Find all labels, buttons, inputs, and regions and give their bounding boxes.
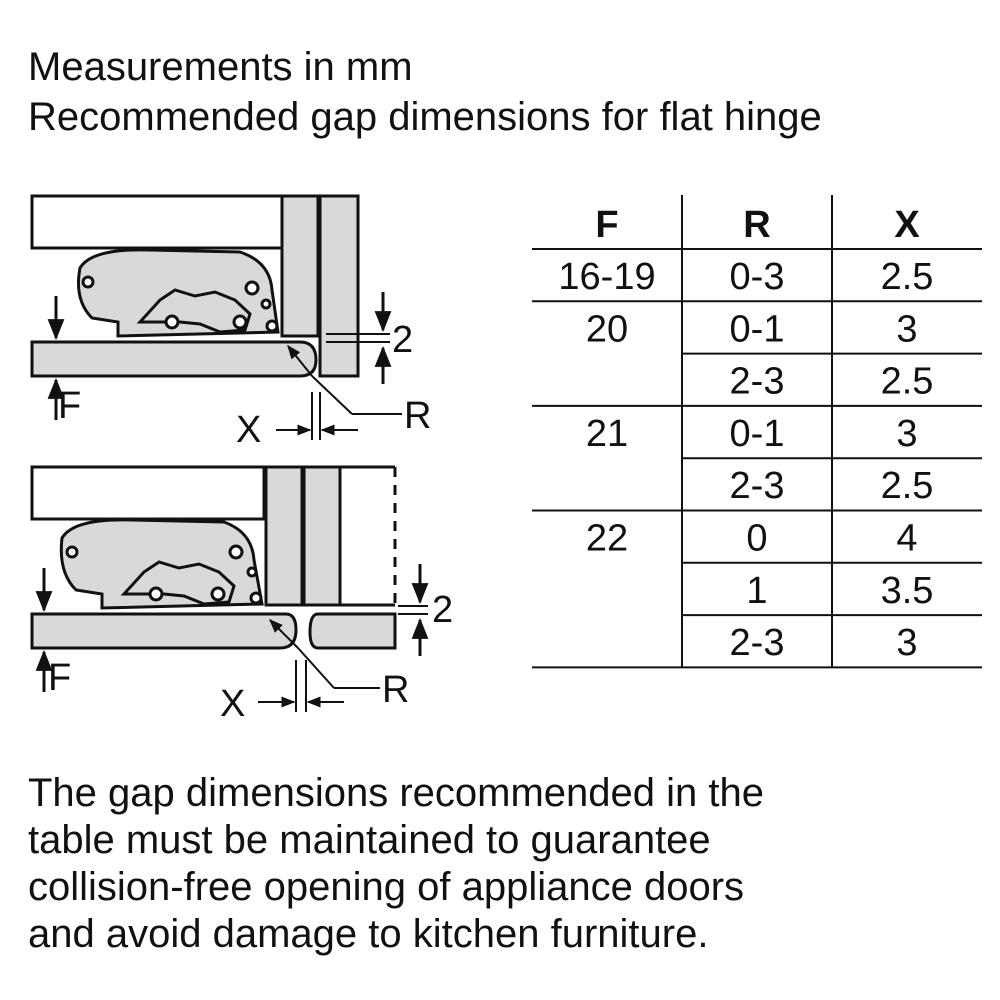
table-cell: 3 xyxy=(896,622,917,664)
table-cell: 16-19 xyxy=(558,256,655,298)
hinge-diagram-bottom xyxy=(30,465,429,712)
footer-line: collision-free opening of appliance door… xyxy=(28,865,745,909)
appliance-door xyxy=(280,194,320,338)
table-cell: 2-3 xyxy=(730,361,785,403)
table-cell: 3 xyxy=(896,308,917,350)
table-cell: 21 xyxy=(586,413,628,455)
label-f-bottom: F xyxy=(48,657,71,699)
table-cell: 22 xyxy=(586,518,628,560)
table-cell: 0-1 xyxy=(730,308,785,350)
furniture-base-plate xyxy=(308,612,397,650)
label-gap-bottom: 2 xyxy=(432,589,453,631)
furniture-door xyxy=(302,465,342,607)
cabinet-panel xyxy=(30,194,284,250)
table-cell: 3 xyxy=(896,413,917,455)
table-header-cell: X xyxy=(894,204,920,246)
label-x-top: X xyxy=(236,409,261,451)
base-plate xyxy=(30,612,298,650)
appliance-door xyxy=(264,465,304,607)
table-cell: 2-3 xyxy=(730,622,785,664)
cabinet-panel xyxy=(30,465,266,521)
label-r-bottom: R xyxy=(382,669,409,711)
label-x-bottom: X xyxy=(220,683,245,725)
table-cell: 3.5 xyxy=(881,570,934,612)
table-cell: 2-3 xyxy=(730,465,785,507)
table-header-cell: R xyxy=(743,204,770,246)
hinge-diagram-top xyxy=(30,194,402,440)
footer-line: The gap dimensions recommended in the xyxy=(28,771,764,815)
gap-table: F R X 16-19 0-3 2.5 20 0-1 3 2-3 2.5 21 0-1 3 2-3 2.5 22… xyxy=(532,195,982,669)
table-cell: 0-1 xyxy=(730,413,785,455)
label-gap-top: 2 xyxy=(392,319,413,361)
table-cell: 20 xyxy=(586,308,628,350)
table-cell: 1 xyxy=(746,570,767,612)
table-cell: 0-3 xyxy=(730,256,785,298)
label-f-top: F xyxy=(58,385,81,427)
heading-units: Measurements in mm xyxy=(28,45,413,89)
footer-line: table must be maintained to guarantee xyxy=(28,818,711,862)
table-cell: 4 xyxy=(896,518,917,560)
footer-line: and avoid damage to kitchen furniture. xyxy=(28,912,709,956)
table-cell: 2.5 xyxy=(881,465,934,507)
table-cell: 2.5 xyxy=(881,361,934,403)
furniture-door xyxy=(318,194,360,378)
table-cell: 0 xyxy=(746,518,767,560)
label-r-top: R xyxy=(404,395,431,437)
footer-note: The gap dimensions recommended in the ta… xyxy=(28,770,764,958)
base-plate xyxy=(30,340,318,378)
table-cell: 2.5 xyxy=(881,256,934,298)
table-header-cell: F xyxy=(595,204,618,246)
heading-title: Recommended gap dimensions for flat hing… xyxy=(28,95,822,139)
